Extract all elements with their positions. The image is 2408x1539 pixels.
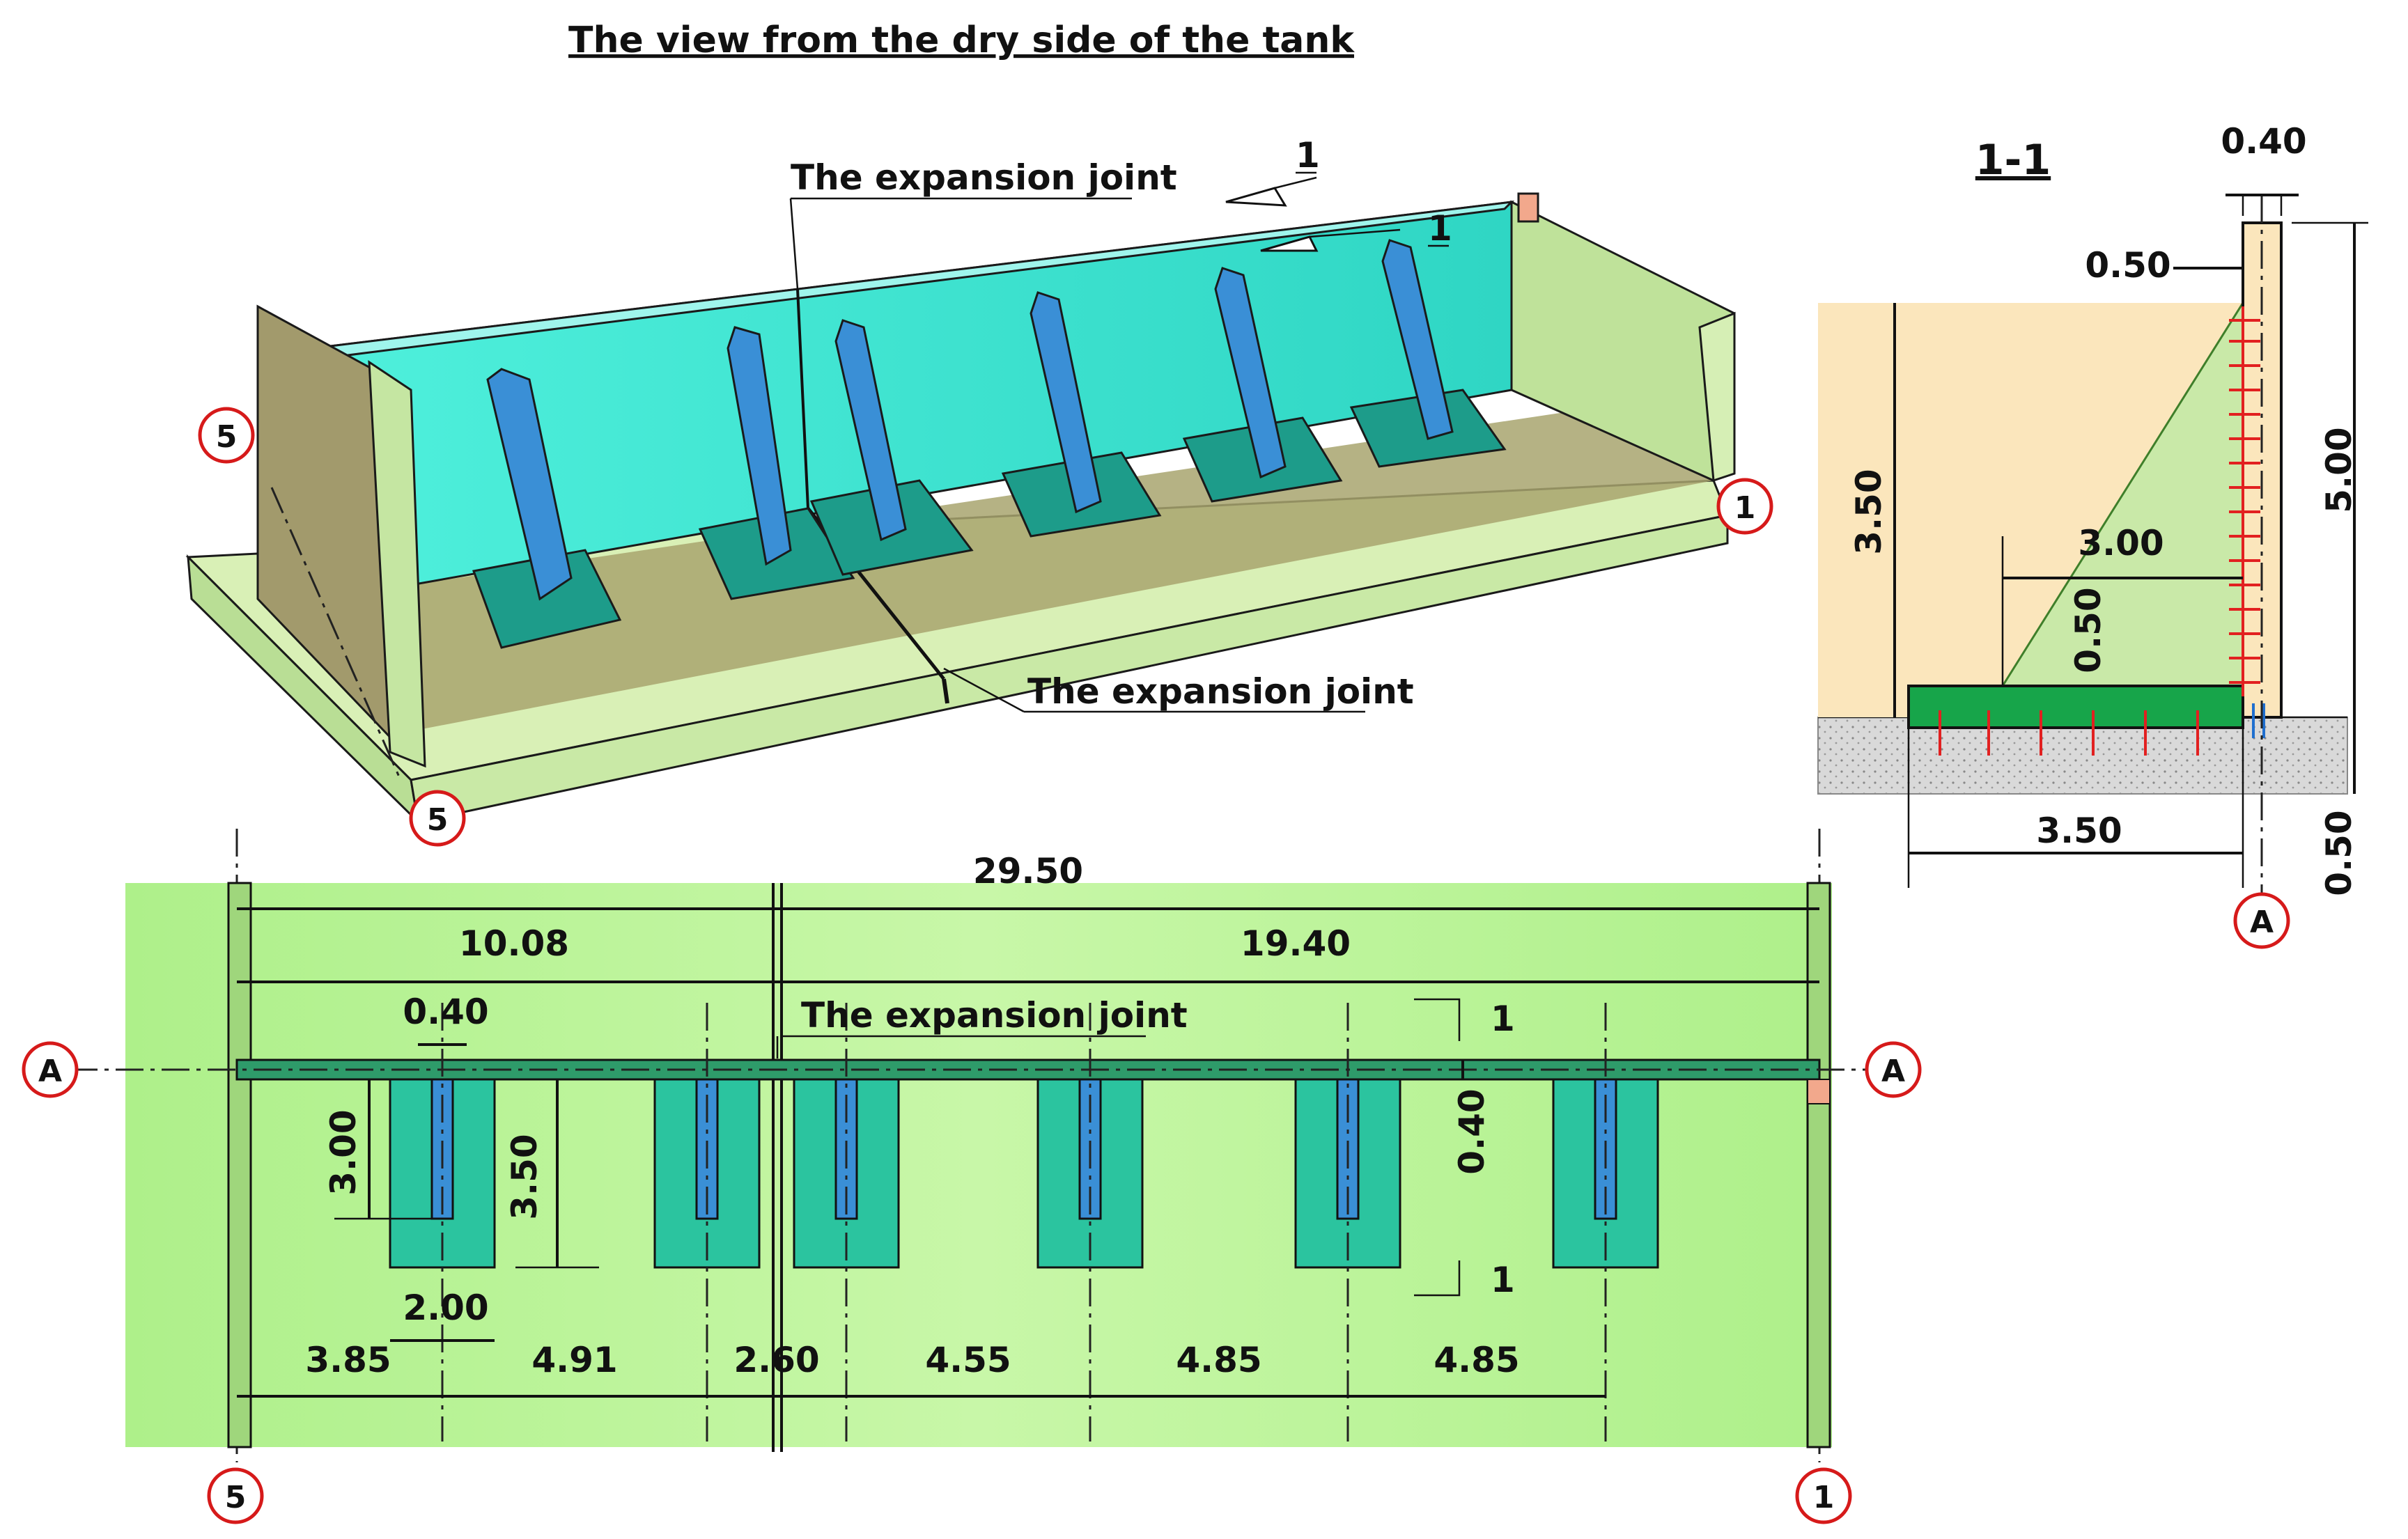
isometric-view: The expansion joint The expansion joint … [185,135,1773,847]
svg-text:1: 1 [1813,1480,1835,1515]
svg-text:5: 5 [427,802,449,838]
section-dim-top-offset: 0.50 [2085,245,2170,286]
buttress-1 [472,368,622,649]
plan-dim-rib: 0.40 [403,992,488,1032]
section-title: 1-1 [1975,136,2051,185]
right-end-wall-face [1698,311,1736,483]
plan-spacing-2: 4.91 [531,1340,617,1380]
page-title: The view from the dry side of the tank [568,19,1355,61]
section-footing-rebars [1939,710,2199,756]
axis-marker-right: 1 [1716,478,1773,535]
section-dim-height: 5.00 [2319,427,2359,513]
svg-text:A: A [1881,1054,1905,1089]
plan-axis-left: A [22,1041,79,1098]
plan-spacing-5: 4.85 [1176,1340,1261,1380]
svg-text:1: 1 [1734,490,1756,526]
plan-dim-total: 29.50 [973,851,1083,891]
plan-dim-left: 10.08 [459,923,569,964]
buttress-3 [809,319,974,576]
section-footing [1907,685,2244,729]
plan-left-wall [227,882,252,1448]
svg-text:1: 1 [1491,999,1515,1039]
plan-axis-bottom-left: 5 [207,1467,264,1524]
section-dim-footing-len: 3.50 [2036,811,2122,851]
plan-section-mark-bottom: 1 [1414,1260,1515,1300]
svg-text:A: A [38,1054,62,1089]
plan-spacing-6: 4.85 [1434,1340,1519,1380]
axis-marker-left-top: 5 [198,407,255,464]
buttress-6 [1349,239,1507,468]
plan-dim-wall: 0.40 [1452,1088,1492,1174]
plan-axis-bottom-right: 1 [1795,1467,1852,1524]
svg-text:5: 5 [225,1480,247,1515]
buttress-4 [1001,291,1162,538]
plan-dim-right: 19.40 [1241,923,1351,964]
right-wall-cap [1517,192,1539,223]
joint-label-top: The expansion joint [791,157,1177,198]
inner-floor [411,390,1714,731]
section-ground [1817,717,2348,795]
section-dim-footing-thick: 0.50 [2068,587,2108,673]
svg-text:A: A [2250,905,2274,940]
section-dim-wall: 0.40 [2221,121,2306,162]
section-wall-rebars [2229,306,2260,696]
buttress-2 [698,326,855,600]
joint-label-bottom: The expansion joint [1027,671,1414,712]
plan-joint-label: The expansion joint [801,995,1188,1036]
plan-right-wall [1806,882,1831,1448]
plan-spacing-4: 4.55 [925,1340,1011,1380]
plan-axis-right: A [1865,1041,1922,1098]
svg-text:1: 1 [1296,135,1320,175]
plan-section-mark-top: 1 [1414,998,1515,1041]
plan-spacing-1: 3.85 [305,1340,391,1380]
svg-text:1: 1 [1491,1260,1515,1300]
plan-dim-footing-length: 3.50 [504,1134,545,1219]
section-dim-base: 0.50 [2319,810,2359,896]
section-1-1: 1-1 [1817,121,2368,949]
section-dim-water: 3.50 [1849,469,1889,554]
plan-spacing-3: 2.60 [733,1340,819,1380]
plan-dim-rib-length: 3.00 [323,1109,364,1195]
svg-text:5: 5 [216,419,238,455]
section-arrow-top: 1 1 [1225,135,1452,252]
expansion-joint-front [942,678,949,704]
plan-view: 29.50 10.08 19.40 0.40 The expansion joi… [22,829,1922,1524]
plan-dim-footing-width: 2.00 [403,1288,488,1328]
expansion-joint-wall [796,288,809,509]
axis-marker-left-bottom: 5 [409,790,466,847]
section-axis-marker: A [2233,892,2290,949]
svg-text:1: 1 [1428,208,1452,249]
left-end-wall-face [368,360,426,768]
buttress-5 [1182,267,1343,503]
section-dim-buttress: 3.00 [2078,523,2164,563]
